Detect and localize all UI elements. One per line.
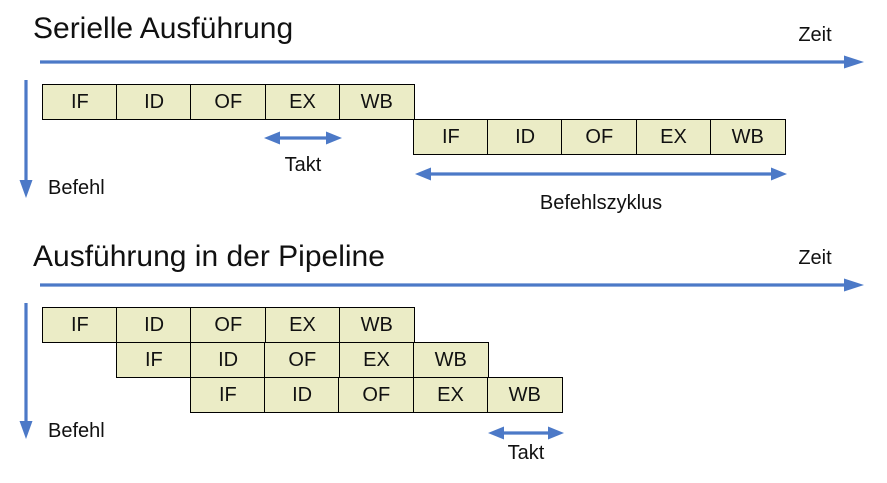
stage-cell: OF — [264, 342, 341, 378]
instruction-axis-label-pipeline: Befehl — [48, 420, 105, 442]
stage-cell: OF — [190, 84, 267, 120]
stage-cell: OF — [190, 307, 267, 343]
time-axis-arrow-pipeline — [40, 278, 864, 292]
stage-cell: WB — [338, 84, 415, 120]
stage-cell: IF — [42, 84, 118, 120]
stage-cell: IF — [190, 377, 266, 413]
clock-label-pipeline: Takt — [507, 442, 545, 464]
cycle-span-arrow — [415, 167, 787, 181]
time-axis-label-pipeline: Zeit — [798, 247, 832, 269]
stage-cell: OF — [338, 377, 415, 413]
pipeline-instruction-2-row: IF ID OF EX WB — [116, 342, 489, 378]
stage-cell: EX — [338, 342, 415, 378]
clock-span-arrow-pipeline — [488, 426, 564, 440]
serial-instruction-1-row: IF ID OF EX WB — [42, 84, 415, 120]
stage-cell: ID — [116, 84, 192, 120]
stage-cell: IF — [413, 119, 489, 155]
pipeline-instruction-1-row: IF ID OF EX WB — [42, 307, 415, 343]
clock-span-arrow-serial — [264, 131, 342, 145]
pipeline-instruction-3-row: IF ID OF EX WB — [190, 377, 563, 413]
stage-cell: WB — [486, 377, 563, 413]
serial-instruction-2-row: IF ID OF EX WB — [413, 119, 786, 155]
stage-cell: EX — [412, 377, 489, 413]
instruction-axis-arrow-serial — [19, 80, 33, 198]
stage-cell: WB — [709, 119, 786, 155]
stage-cell: ID — [264, 377, 340, 413]
stage-cell: IF — [42, 307, 118, 343]
time-axis-label-serial: Zeit — [798, 24, 832, 46]
section-title-serial: Serielle Ausführung — [33, 12, 294, 45]
stage-cell: IF — [116, 342, 192, 378]
instruction-axis-label-serial: Befehl — [48, 177, 105, 199]
stage-cell: OF — [561, 119, 638, 155]
stage-cell: EX — [264, 84, 341, 120]
stage-cell: EX — [635, 119, 712, 155]
stage-cell: ID — [116, 307, 192, 343]
stage-cell: ID — [487, 119, 563, 155]
clock-label-serial: Takt — [284, 154, 322, 176]
stage-cell: WB — [338, 307, 415, 343]
cycle-label: Befehlszyklus — [539, 192, 663, 214]
time-axis-arrow-serial — [40, 55, 864, 69]
instruction-axis-arrow-pipeline — [19, 303, 33, 439]
stage-cell: WB — [412, 342, 489, 378]
section-title-pipeline: Ausführung in der Pipeline — [33, 240, 385, 273]
stage-cell: EX — [264, 307, 341, 343]
stage-cell: ID — [190, 342, 266, 378]
